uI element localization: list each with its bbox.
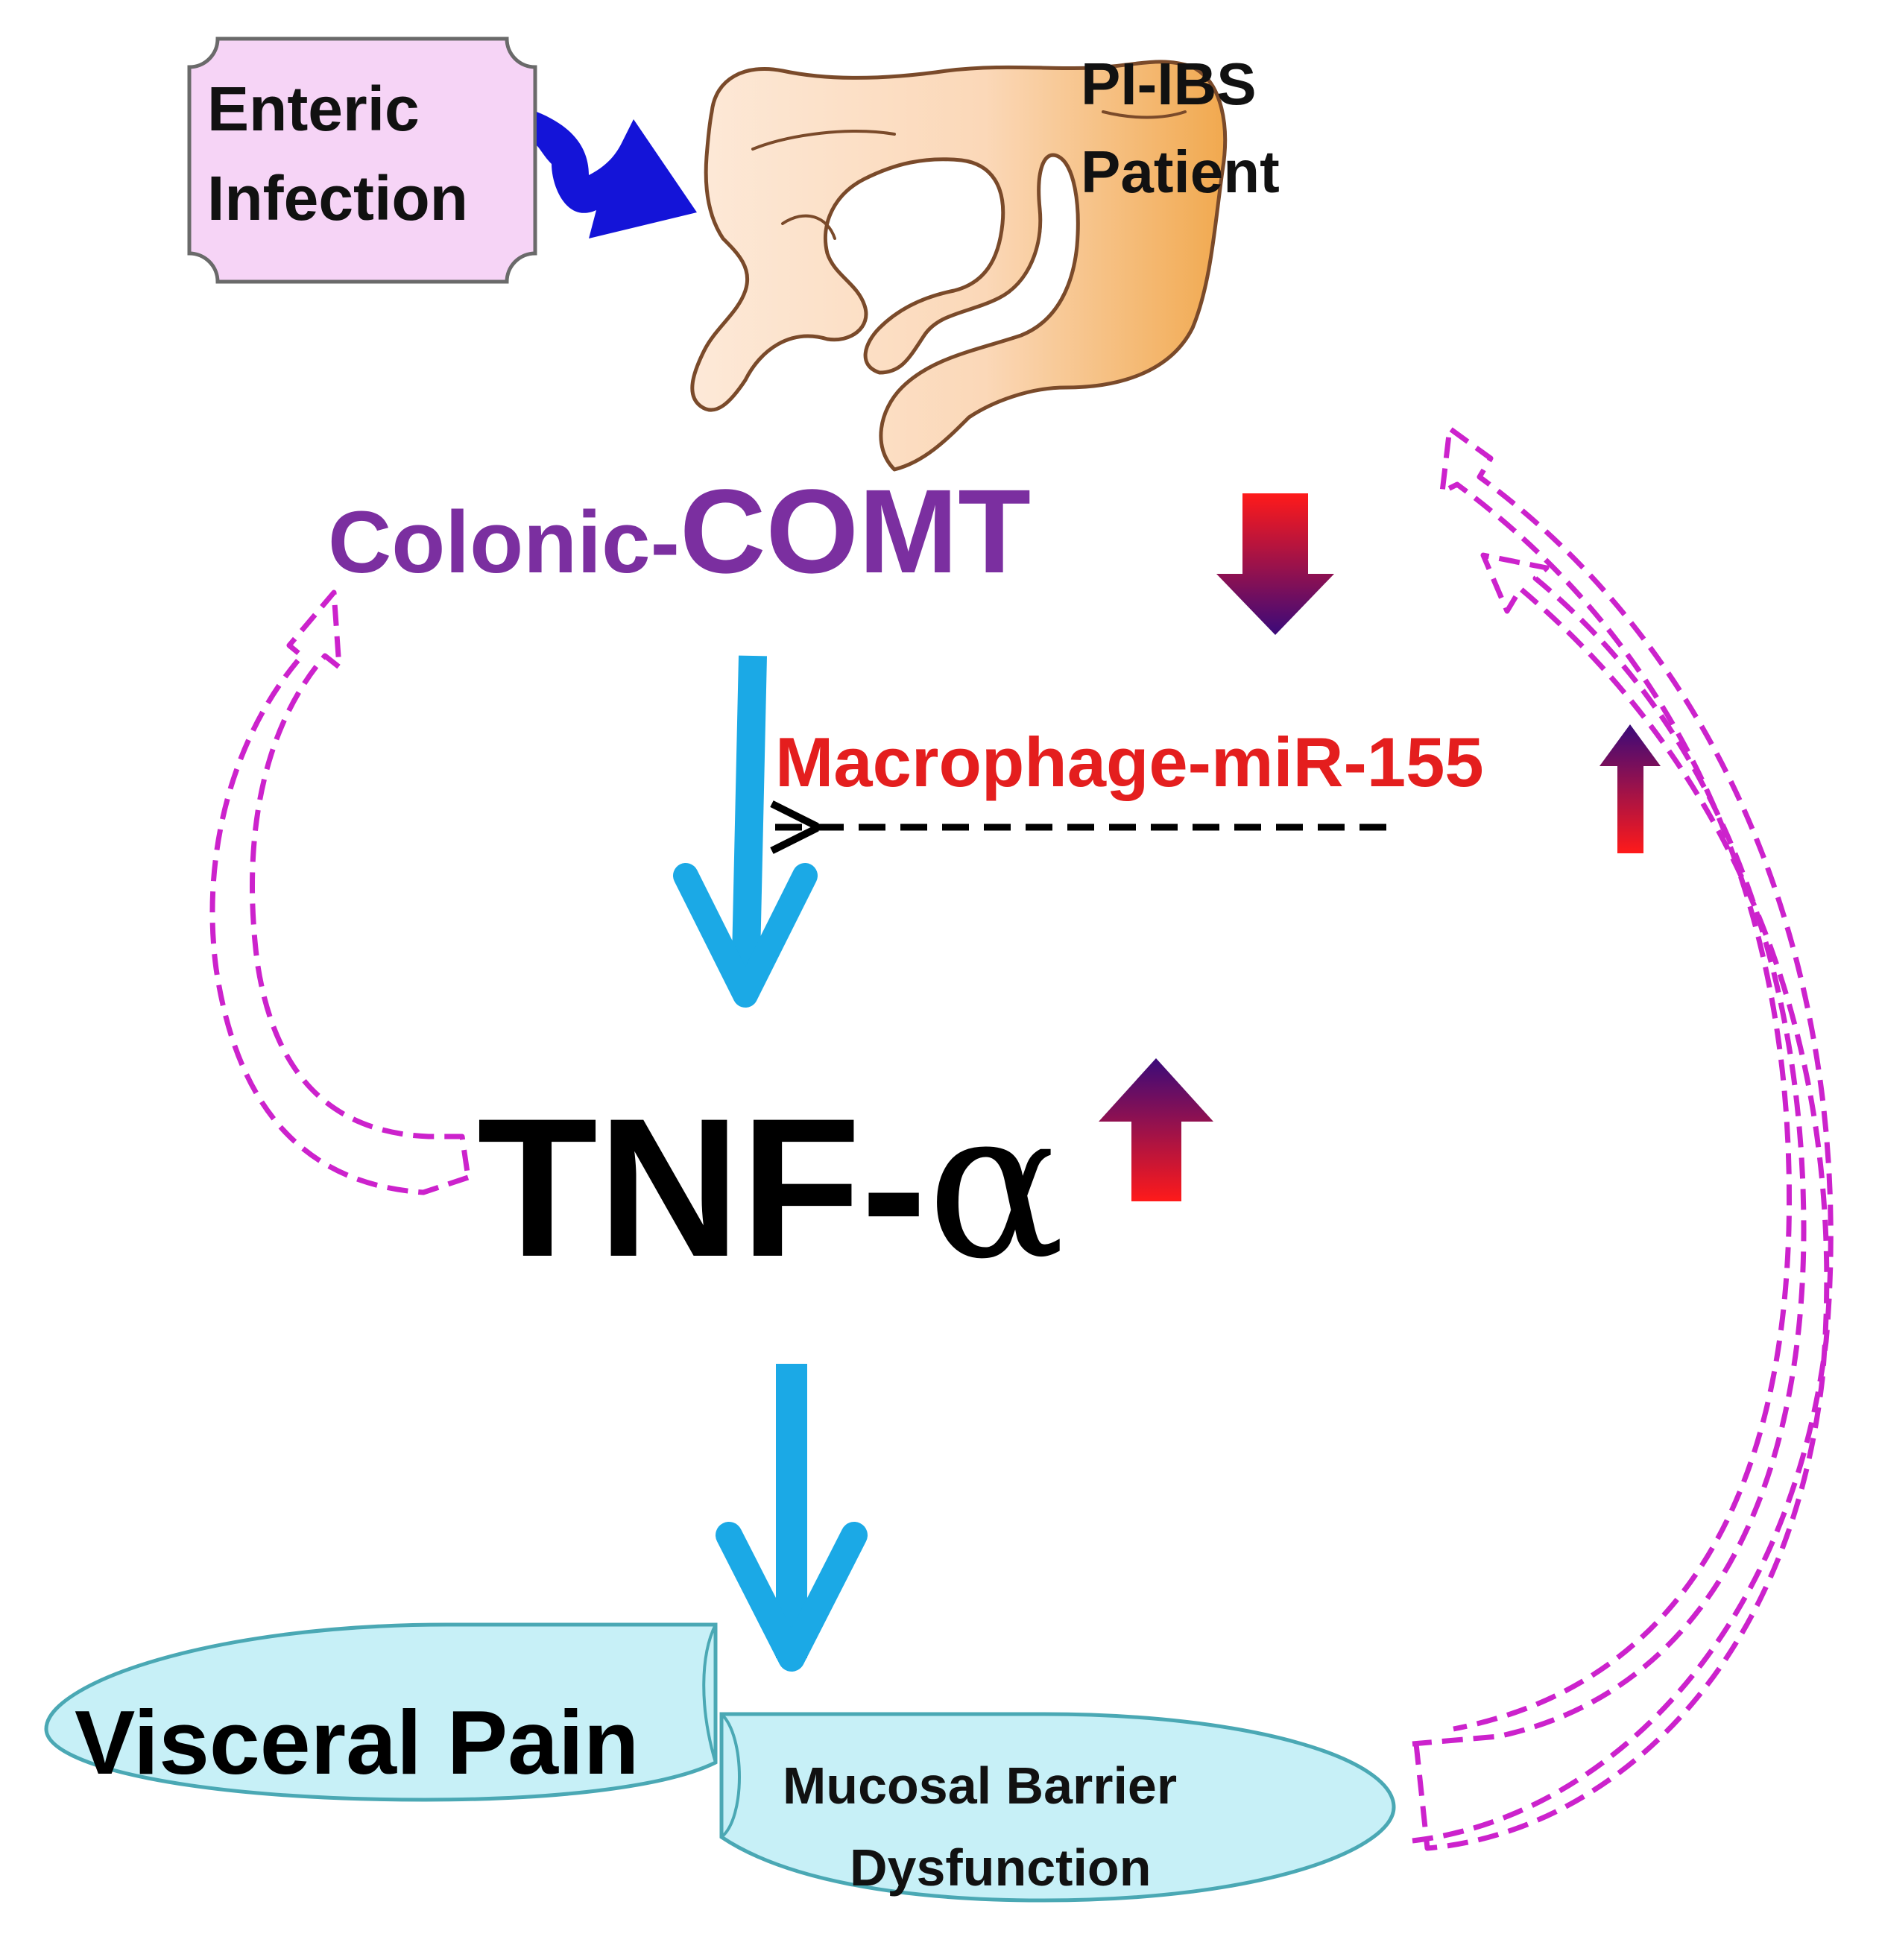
- comt-to-tnf-arrow: [673, 655, 818, 1008]
- colonic-prefix: Colonic-: [328, 493, 680, 592]
- infection-to-colon-arrow: [537, 112, 697, 238]
- mucosal-barrier-label-line1: Mucosal Barrier: [783, 1757, 1177, 1815]
- mucosal-barrier-node: Mucosal Barrier Dysfunction: [719, 1712, 1396, 1903]
- enteric-infection-label-line1: Enteric: [207, 74, 420, 144]
- pi-ibs-label-line1: PI-IBS: [1081, 51, 1257, 117]
- barrier-to-comt-feedback-arrow-outer: [1412, 426, 1834, 1844]
- tnf-up-indicator-icon: [1099, 1058, 1213, 1201]
- macrophage-mir155-label: Macrophage-miR-155: [775, 723, 1484, 801]
- colon-shape: [690, 60, 1228, 472]
- colonic-comt-label: Colonic-COMT: [328, 464, 1031, 598]
- mucosal-barrier-ellipse: [719, 1712, 1396, 1903]
- comt-to-tnf-arrow-shaft: [731, 655, 767, 992]
- alpha-symbol: α: [926, 1066, 1065, 1304]
- comt-to-tnf-arrow-head: [673, 863, 818, 1008]
- enteric-infection-box-shape: [187, 37, 537, 284]
- enteric-infection-label-line2: Infection: [207, 163, 468, 233]
- tnf-alpha-label: TNF-α: [477, 1066, 1065, 1304]
- mucosal-barrier-curl: [720, 1713, 741, 1839]
- visceral-pain-curl: [702, 1624, 717, 1763]
- comt-down-indicator-icon: [1216, 493, 1334, 635]
- tnf-to-outcomes-arrow: [716, 1364, 868, 1672]
- mucosal-barrier-label-line2: Dysfunction: [850, 1839, 1151, 1897]
- visceral-pain-node: Visceral Pain: [44, 1622, 718, 1802]
- enteric-infection-box: Enteric Infection: [187, 37, 537, 284]
- pi-ibs-label-line2: Patient: [1081, 139, 1280, 205]
- mir155-up-indicator-icon: [1599, 724, 1661, 853]
- colon-inner-fold: [751, 110, 1187, 240]
- visceral-pain-label: Visceral Pain: [75, 1692, 639, 1793]
- tnf-text: TNF-: [477, 1078, 926, 1298]
- tnf-to-comt-feedback-arrow: [209, 589, 471, 1195]
- tnf-to-outcomes-arrow-head: [716, 1522, 868, 1672]
- comt-main: COMT: [680, 464, 1031, 598]
- visceral-pain-ellipse: [44, 1622, 718, 1802]
- colon-illustration-icon: [690, 60, 1228, 472]
